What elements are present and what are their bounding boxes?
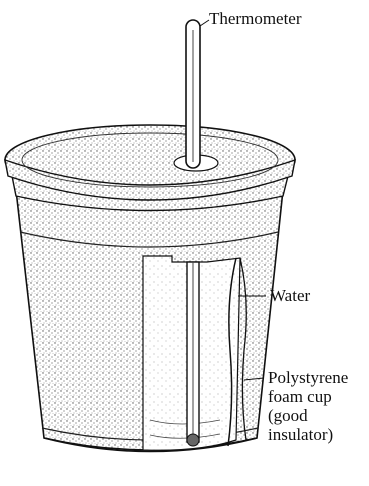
- thermometer-label: Thermometer: [209, 9, 302, 28]
- water-label: Water: [270, 286, 310, 305]
- cup-label-line: Polystyrene: [268, 368, 348, 387]
- cup-label-line: (good: [268, 406, 348, 425]
- cup-label-line: foam cup: [268, 387, 348, 406]
- cup-label-line: insulator): [268, 425, 348, 444]
- cup-label: Polystyrene foam cup (good insulator): [268, 368, 348, 444]
